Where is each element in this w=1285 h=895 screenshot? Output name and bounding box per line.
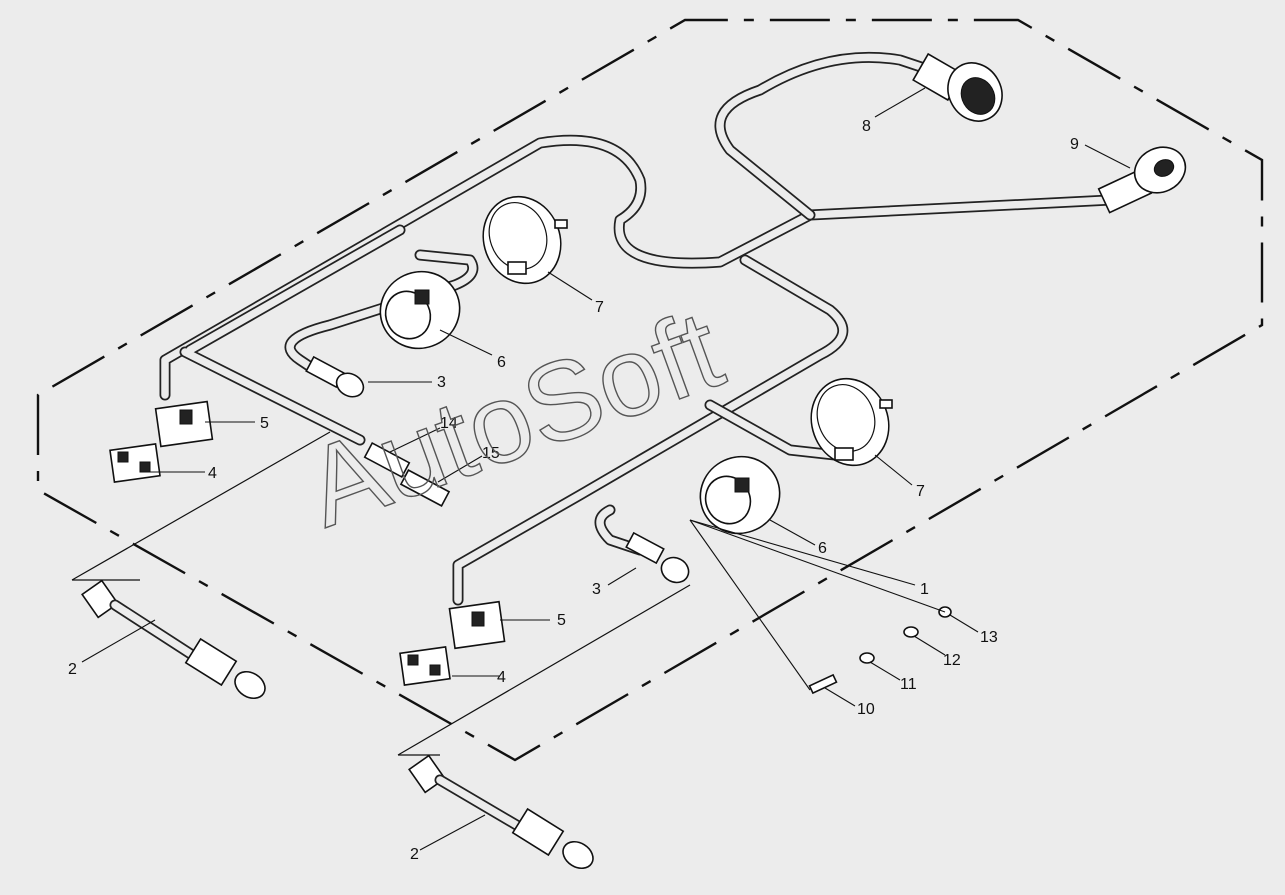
callout-2-lower: 2	[410, 846, 419, 863]
socket-6-lower	[699, 455, 781, 535]
bullet-connector-3-lower	[625, 531, 690, 584]
callout-7-lower: 7	[916, 483, 925, 500]
callout-6-upper: 6	[497, 354, 506, 371]
callout-2-upper: 2	[68, 661, 77, 678]
callout-14: 14	[440, 415, 458, 432]
callout-10: 10	[857, 701, 875, 718]
connector-housing-5-upper	[154, 400, 214, 448]
sensor-lead-2-lower	[397, 584, 691, 870]
washer-12	[903, 626, 919, 638]
callout-3-lower: 3	[592, 581, 601, 598]
bolt-10	[808, 673, 838, 695]
callout-1: 1	[920, 581, 929, 598]
callout-8: 8	[862, 118, 871, 135]
bullet-connector-3-upper	[305, 355, 365, 398]
inline-connector-15	[399, 469, 451, 507]
callout-12: 12	[943, 652, 961, 669]
callout-13: 13	[980, 629, 998, 646]
callout-5-lower: 5	[557, 612, 566, 629]
socket-6-upper	[379, 270, 461, 350]
connector-housing-5-lower	[448, 600, 506, 650]
mounting-cup-7-lower	[810, 377, 893, 467]
watermark: AutoSoft	[290, 286, 736, 550]
callout-5-upper: 5	[260, 415, 269, 432]
plug-connector-9	[1097, 146, 1187, 214]
callout-4-upper: 4	[208, 465, 217, 482]
sensor-lead-2-upper	[71, 431, 331, 700]
round-connector-8	[912, 52, 1003, 122]
terminal-block-4-upper	[109, 443, 161, 483]
callout-11: 11	[900, 676, 917, 693]
leader-lines	[81, 87, 1131, 851]
inline-connector-14	[363, 441, 411, 479]
assembly-boundary	[36, 18, 1264, 762]
callout-7-upper: 7	[595, 299, 604, 316]
callout-15: 15	[482, 445, 500, 462]
callout-labels: 8 9 7 6 3 5 4 14 15 7 6 1 3 5 4 2 2 13 1…	[68, 118, 1079, 863]
harness-wires	[159, 51, 1116, 606]
callout-6-lower: 6	[818, 540, 827, 557]
callout-4-lower: 4	[497, 669, 506, 686]
mounting-cup-7-upper	[482, 195, 568, 285]
terminal-block-4-lower	[399, 646, 451, 686]
callout-9: 9	[1070, 136, 1079, 153]
callout-3-upper: 3	[437, 374, 446, 391]
washer-11	[859, 652, 875, 664]
